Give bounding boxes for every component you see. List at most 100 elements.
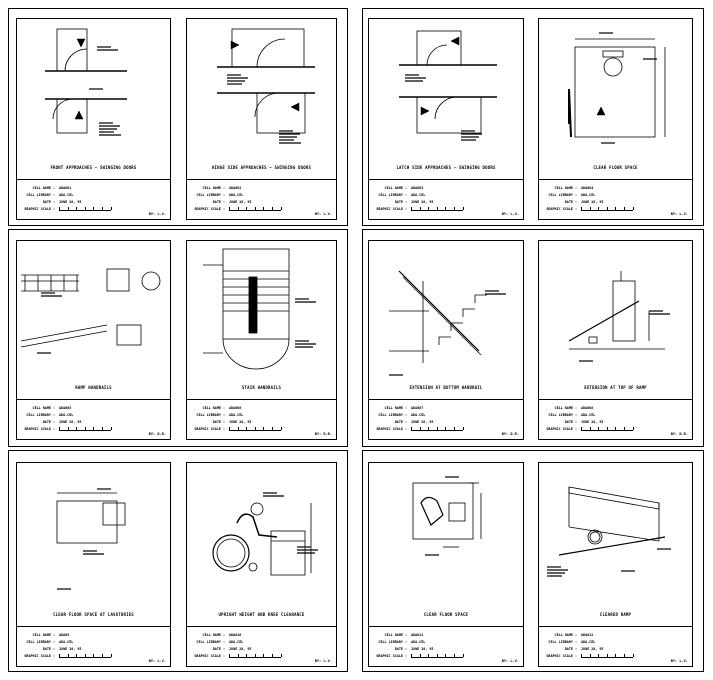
field-label: DATE : xyxy=(394,200,407,204)
field-value: ADA.CEL xyxy=(411,193,426,197)
drawing-caption: CLEAR FLOOR SPACE xyxy=(423,612,469,617)
field-label: GRAPHIC SCALE : xyxy=(546,654,577,658)
field-value: JUNE 20, 95 xyxy=(59,200,82,204)
drawing-caption: CLEARED RAMP xyxy=(599,612,632,617)
field-label: CELL LIBRARY : xyxy=(548,413,577,417)
drawing-path xyxy=(474,294,487,303)
title-block-scale: GRAPHIC SCALE : xyxy=(543,654,577,659)
title-block-scale: GRAPHIC SCALE : xyxy=(191,427,225,432)
field-value: ADA006 xyxy=(229,406,242,410)
drawing-path xyxy=(64,48,88,72)
drafter-initials: BY: L.V. xyxy=(314,212,332,216)
drawing-path xyxy=(438,336,451,345)
drawing-rect xyxy=(106,268,130,292)
detail-drawing xyxy=(45,28,127,136)
title-block-date: DATE :JUNE 20, 95 xyxy=(543,200,604,205)
title-block-scale: GRAPHIC SCALE : xyxy=(373,427,407,432)
title-block-cell-name: CELL NAME :ADA003 xyxy=(373,186,424,191)
detail-drawing xyxy=(389,270,506,376)
title-block-scale: GRAPHIC SCALE : xyxy=(21,654,55,659)
drawing-path xyxy=(236,513,278,538)
drafter-initials: BY: L.V. xyxy=(501,659,519,663)
field-label: CELL NAME : xyxy=(384,633,407,637)
drawing-line xyxy=(568,300,640,342)
drawing-caption: FRONT APPROACHES — SWINGING DOORS xyxy=(50,165,137,170)
field-value: ADA012 xyxy=(581,633,594,637)
field-label: DATE : xyxy=(42,420,55,424)
field-label: CELL LIBRARY : xyxy=(196,640,225,644)
graphic-scale-bar xyxy=(581,654,634,658)
drawing-circle xyxy=(250,502,264,516)
direction-arrow xyxy=(290,102,300,112)
drawing-rect xyxy=(416,30,462,66)
field-value: JUNE 20, 95 xyxy=(411,420,434,424)
drawing-circle xyxy=(587,529,603,545)
field-label: DATE : xyxy=(564,200,577,204)
title-block-date: DATE :JUNE 20, 95 xyxy=(373,420,434,425)
title-block-cell-library: CELL LIBRARY :ADA.CEL xyxy=(21,640,73,645)
title-block-cell-library: CELL LIBRARY :ADA.CEL xyxy=(21,193,73,198)
drawing-line xyxy=(20,330,108,348)
title-block-cell-library: CELL LIBRARY :ADA.CEL xyxy=(21,413,73,418)
field-label: CELL LIBRARY : xyxy=(26,413,55,417)
title-block-scale: GRAPHIC SCALE : xyxy=(543,207,577,212)
direction-arrow xyxy=(420,106,430,116)
field-value: ADA.CEL xyxy=(229,640,244,644)
title-block-date: DATE :JUNE 20, 95 xyxy=(543,420,604,425)
drawing-circle xyxy=(141,271,161,291)
drawing-rect xyxy=(248,276,258,334)
title-block-cell-library: CELL LIBRARY :ADA.CEL xyxy=(543,413,595,418)
field-value: JUNE 20, 95 xyxy=(411,647,434,651)
detail-drawing xyxy=(20,268,161,354)
drafter-initials: BY: D.R. xyxy=(314,432,332,436)
graphic-scale-bar xyxy=(581,427,634,431)
detail-drawing xyxy=(217,28,315,144)
field-label: DATE : xyxy=(394,647,407,651)
field-value: ADA010 xyxy=(229,633,242,637)
field-value: JUNE 20, 95 xyxy=(581,420,604,424)
drawing-rect xyxy=(56,98,88,134)
drawing-caption: CLEAR FLOOR SPACE xyxy=(593,165,638,170)
title-block-cell-library: CELL LIBRARY :ADA.CEL xyxy=(543,640,595,645)
drawing-path xyxy=(462,308,475,317)
drawing-rect xyxy=(612,280,636,342)
drafter-initials: BY: L.V. xyxy=(501,212,519,216)
detail-drawing xyxy=(399,30,497,141)
drawing-caption: EXTENSION AT TOP OF RAMP xyxy=(584,385,647,390)
field-label: CELL LIBRARY : xyxy=(196,193,225,197)
drafter-initials: BY: L.V. xyxy=(148,659,166,663)
title-block-cell-library: CELL LIBRARY :ADA.CEL xyxy=(373,413,425,418)
drawing-caption: LATCH SIDE APPROACHES — SWINGING DOORS xyxy=(396,165,496,170)
drawing-rect xyxy=(448,502,466,522)
title-block-cell-library: CELL LIBRARY :ADA.CEL xyxy=(191,193,243,198)
field-label: CELL LIBRARY : xyxy=(26,193,55,197)
title-block-date: DATE :JUNE 20, 95 xyxy=(191,420,252,425)
direction-arrow xyxy=(596,106,606,116)
field-label: CELL NAME : xyxy=(384,406,407,410)
drafter-initials: BY: L.V. xyxy=(670,212,688,216)
field-label: DATE : xyxy=(212,647,225,651)
field-label: CELL LIBRARY : xyxy=(26,640,55,644)
field-label: CELL NAME : xyxy=(202,406,225,410)
field-value: ADA005 xyxy=(59,406,72,410)
drawing-circle xyxy=(216,538,246,568)
drawing-rect xyxy=(574,46,656,138)
drawing-line xyxy=(398,270,480,352)
drawing-rect xyxy=(588,336,598,344)
title-block-scale: GRAPHIC SCALE : xyxy=(373,654,407,659)
field-label: CELL LIBRARY : xyxy=(378,413,407,417)
field-value: JUNE 20, 95 xyxy=(581,647,604,651)
direction-arrow xyxy=(76,38,86,48)
title-block-cell-name: CELL NAME :ADA007 xyxy=(373,406,424,411)
drawing-rect xyxy=(56,500,118,544)
drawing-line xyxy=(20,324,108,342)
drawing-caption: HINGE SIDE APPROACHES — SWINGING DOORS xyxy=(211,165,312,170)
drawing-line xyxy=(402,276,482,356)
drafter-initials: BY: L.V. xyxy=(314,659,332,663)
field-label: DATE : xyxy=(564,647,577,651)
field-label: GRAPHIC SCALE : xyxy=(376,427,407,431)
